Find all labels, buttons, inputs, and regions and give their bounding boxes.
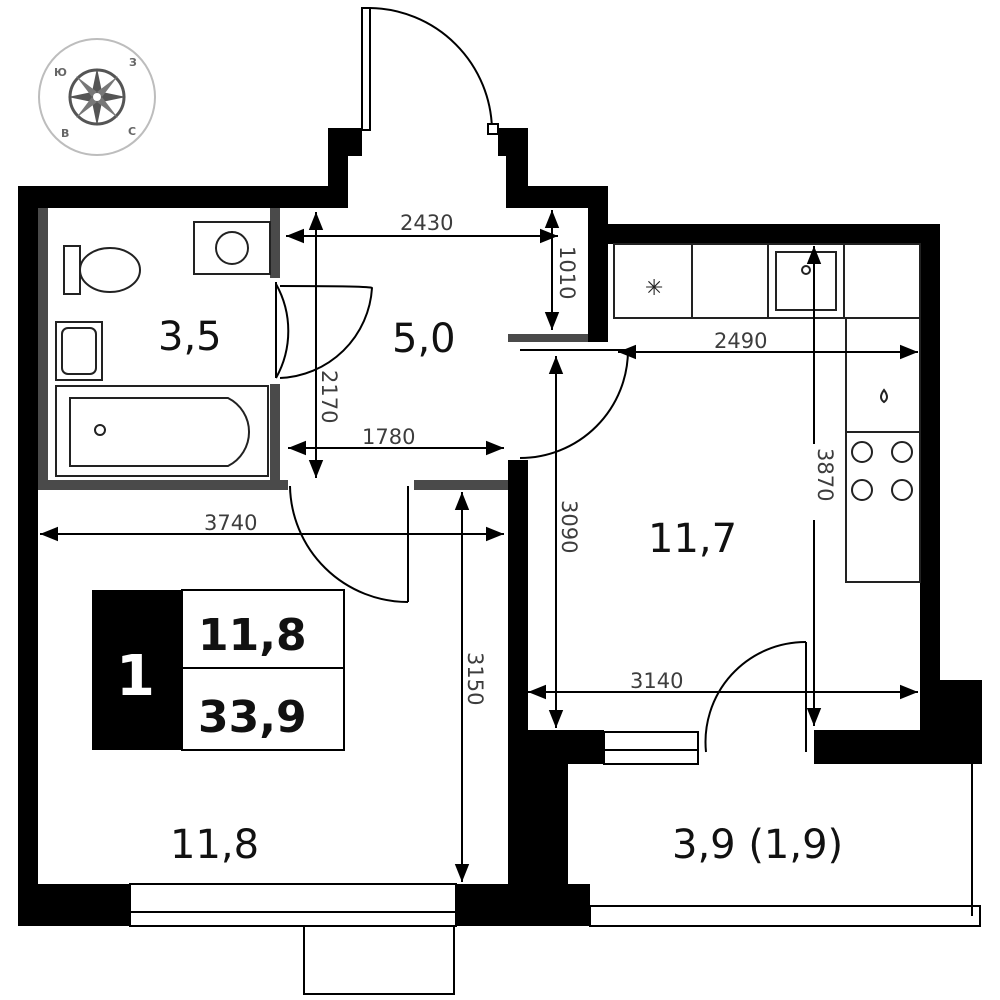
kitchen-door <box>519 349 629 459</box>
compass-letter-tl: Ю <box>54 66 67 79</box>
washing-machine-icon <box>193 221 271 275</box>
balcony-door <box>704 640 807 753</box>
room-area-bathroom: 3,5 <box>158 314 222 360</box>
bedroom-door <box>289 485 409 603</box>
badge-total-area: 33,9 <box>198 692 307 743</box>
room-area-balcony: 3,9 (1,9) <box>672 822 843 868</box>
partitions <box>38 208 588 490</box>
badge-rooms-count: 1 <box>116 644 155 709</box>
dim-hall-height: 2170 <box>317 370 341 423</box>
walls <box>18 128 982 926</box>
room-area-kitchen: 11,7 <box>648 516 737 562</box>
dim-kitchen-depth: 3870 <box>813 448 837 501</box>
dimension-labels: 2430 1010 2490 2170 1780 3740 3090 3870 … <box>204 208 838 705</box>
stove-icon <box>851 441 913 501</box>
drop-icon <box>880 388 888 404</box>
room-area-bedroom: 11,8 <box>170 822 259 868</box>
dim-bedroom-height: 3150 <box>463 652 487 705</box>
dim-kitchen-bottom-width: 3140 <box>630 669 683 693</box>
badge-living-area: 11,8 <box>198 610 307 661</box>
windows <box>129 731 981 995</box>
fridge-icon: ✳ <box>613 243 693 319</box>
room-area-hallway: 5,0 <box>392 316 456 362</box>
kitchen-sink-icon <box>767 243 845 319</box>
dim-hall-lower-width: 1780 <box>362 425 415 449</box>
compass: Ю З В С <box>38 38 156 156</box>
bathroom-fixtures <box>55 221 271 477</box>
dim-kitchen-height: 3090 <box>557 500 581 553</box>
summary-badge: 1 11,8 33,9 <box>92 589 345 751</box>
dim-hall-width: 2430 <box>400 211 453 235</box>
room-labels: 3,5 5,0 11,7 11,8 3,9 (1,9) <box>158 314 843 868</box>
dim-bedroom-width: 3740 <box>204 511 257 535</box>
dim-hall-depth: 1010 <box>555 246 579 299</box>
compass-rose-icon <box>68 68 126 126</box>
compass-letter-bl: В <box>61 127 69 140</box>
svg-text:✳: ✳ <box>645 276 663 301</box>
compass-letter-br: С <box>128 125 136 138</box>
compass-letter-tr: З <box>129 56 137 69</box>
bathroom-door <box>275 282 373 379</box>
dim-kitchen-top-width: 2490 <box>714 329 767 353</box>
kitchen-fixtures: ✳ <box>613 243 921 583</box>
bathtub-icon <box>55 385 269 477</box>
toilet-icon <box>63 245 141 295</box>
sink-icon <box>55 321 103 381</box>
entrance-door <box>361 7 499 135</box>
